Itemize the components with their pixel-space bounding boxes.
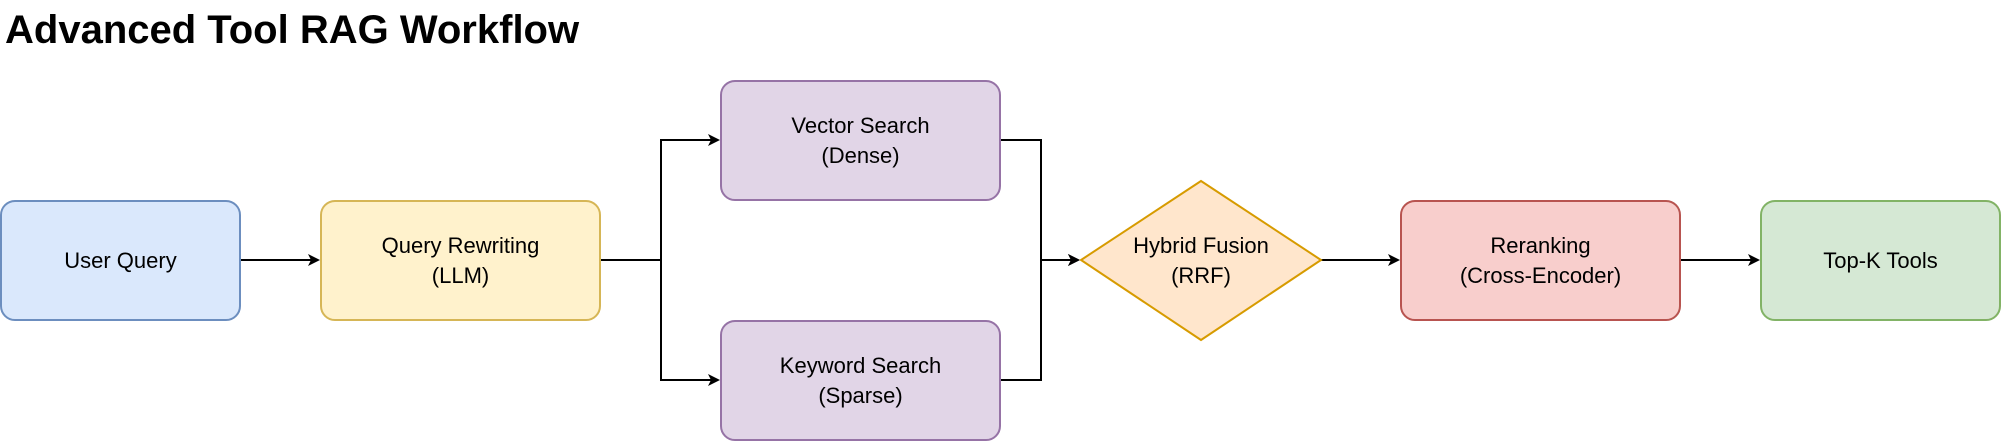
query-rewriting-label-line-2: (LLM) <box>432 263 489 288</box>
top-k-tools-label: Top-K Tools <box>1823 248 1938 273</box>
query-rewriting-label-line-1: Query Rewriting <box>382 233 540 258</box>
reranking-node[interactable]: Reranking (Cross-Encoder) <box>1400 200 1681 321</box>
edge-query-rewriting-to-keyword-search <box>600 259 720 386</box>
vector-search-label-line-2: (Dense) <box>821 143 899 168</box>
vector-search-label-line-1: Vector Search <box>791 113 929 138</box>
vector-search-shape <box>720 80 1001 201</box>
top-k-tools-shape <box>1760 200 2001 321</box>
user-query-node[interactable]: User Query <box>0 200 241 321</box>
diagram-title: Advanced Tool RAG Workflow <box>5 8 580 52</box>
keyword-search-shape <box>720 320 1001 441</box>
hybrid-fusion-label-line-1: Hybrid Fusion <box>1133 233 1269 258</box>
keyword-search-label-line-1: Keyword Search <box>780 353 941 378</box>
query-rewriting-node[interactable]: Query Rewriting (LLM) <box>320 200 601 321</box>
reranking-shape <box>1400 200 1681 321</box>
connectors <box>240 134 1760 386</box>
keyword-search-label-line-2: (Sparse) <box>818 383 902 408</box>
top-k-tools-node[interactable]: Top-K Tools <box>1760 200 2001 321</box>
user-query-shape <box>0 200 241 321</box>
user-query-label: User Query <box>64 248 176 273</box>
reranking-label-line-2: (Cross-Encoder) <box>1460 263 1621 288</box>
hybrid-fusion-node[interactable]: Hybrid Fusion (RRF) <box>1079 179 1323 342</box>
query-rewriting-shape <box>320 200 601 321</box>
reranking-label-line-1: Reranking <box>1490 233 1590 258</box>
hybrid-fusion-label-line-2: (RRF) <box>1171 263 1231 288</box>
hybrid-fusion-shape <box>1079 179 1323 342</box>
keyword-search-node[interactable]: Keyword Search (Sparse) <box>720 320 1001 441</box>
vector-search-node[interactable]: Vector Search (Dense) <box>720 80 1001 201</box>
edge-keyword-search-to-hybrid-fusion <box>1001 254 1080 381</box>
edge-vector-search-to-hybrid-fusion <box>1001 139 1080 266</box>
edge-query-rewriting-to-vector-search <box>600 134 720 261</box>
